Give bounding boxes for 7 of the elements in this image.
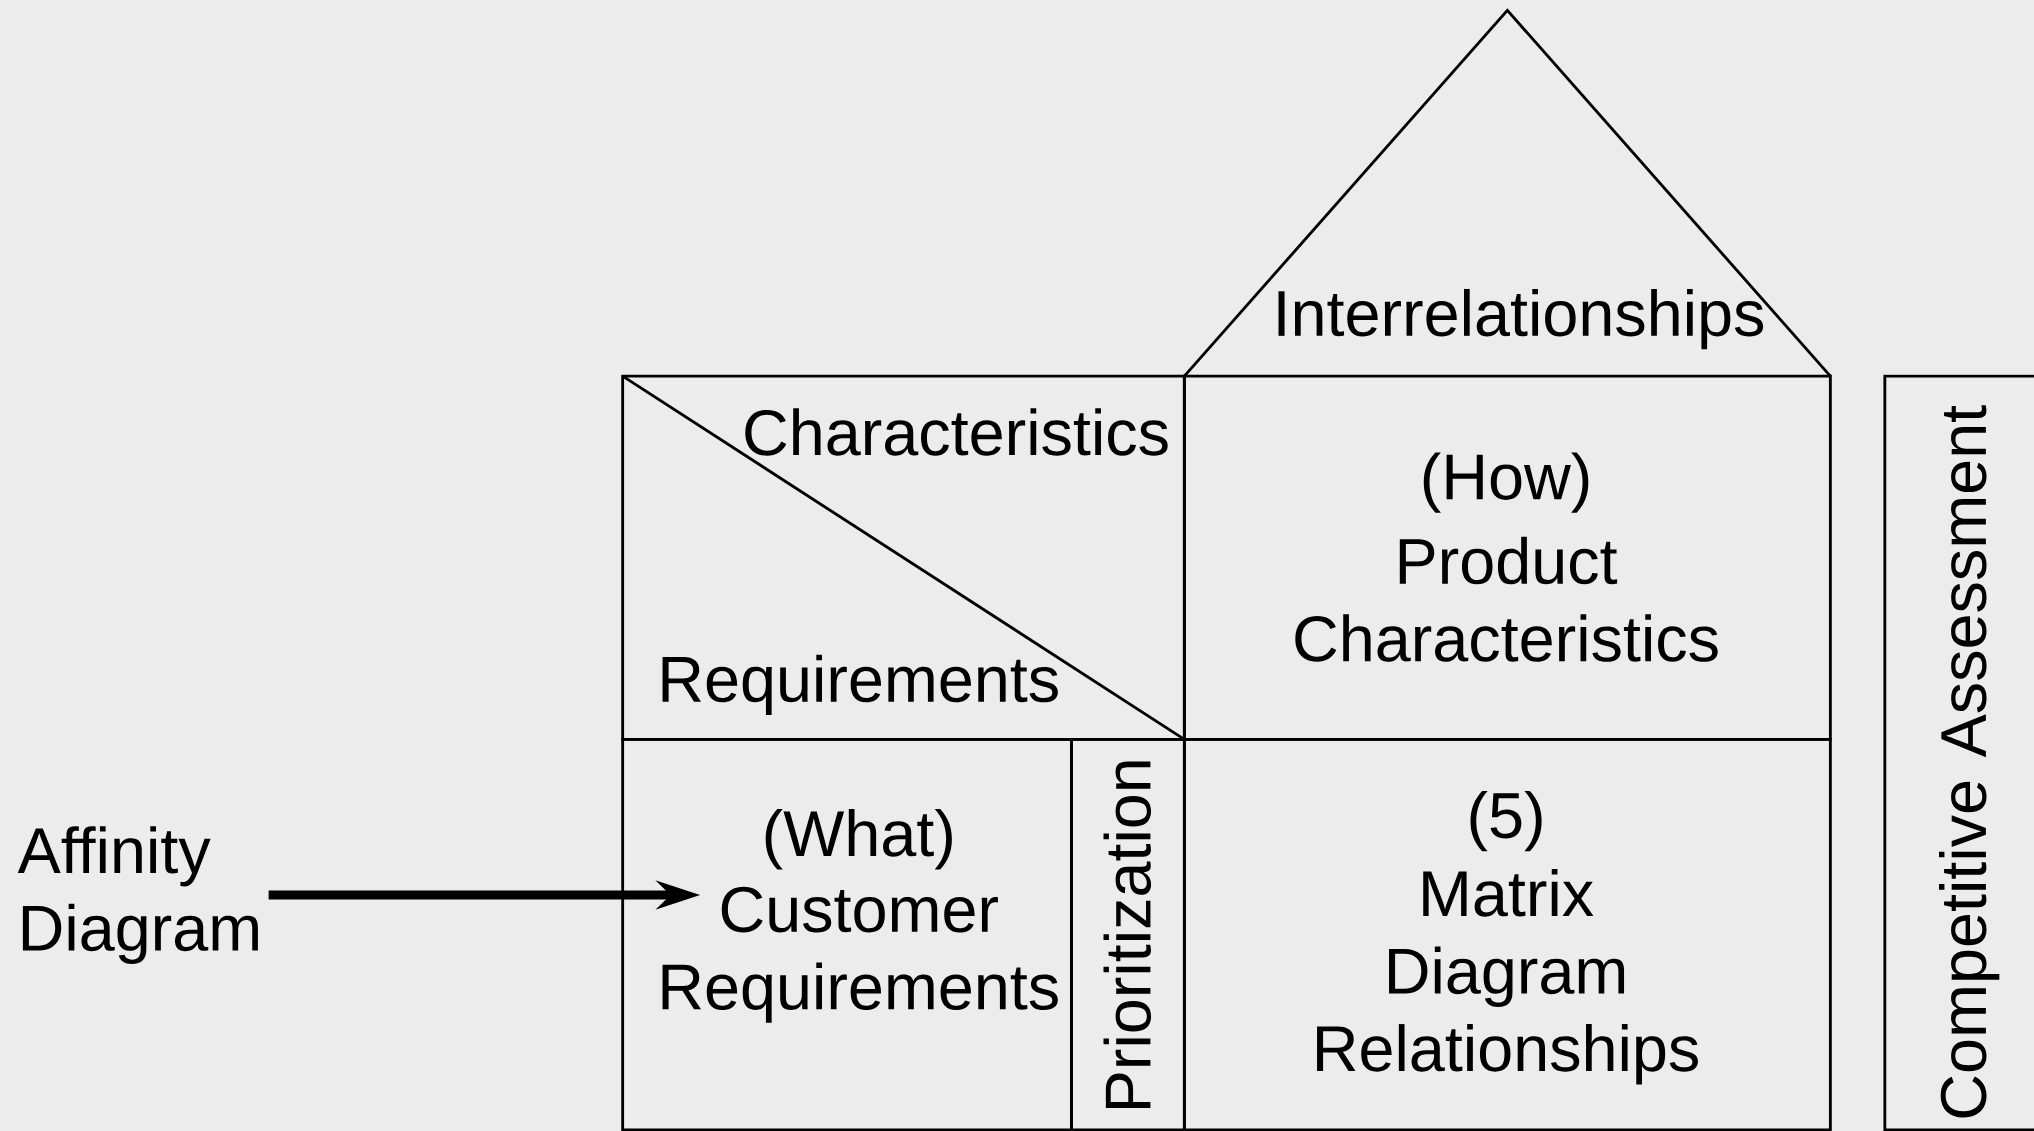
matrix-box: (What) Customer Requirements	[621, 737, 1073, 1131]
matrix-box: Competitive Assessment	[1883, 374, 2034, 1131]
text-label: Affinity Diagram	[17, 826, 258, 964]
split-box: Characteristics Requirements	[621, 374, 1186, 741]
matrix-box: (5) Matrix Diagram Relationships	[1182, 737, 1832, 1131]
matrix-box: (How) Product Characteristics	[1182, 374, 1832, 741]
matrix-box: Prioritization	[1070, 737, 1186, 1131]
